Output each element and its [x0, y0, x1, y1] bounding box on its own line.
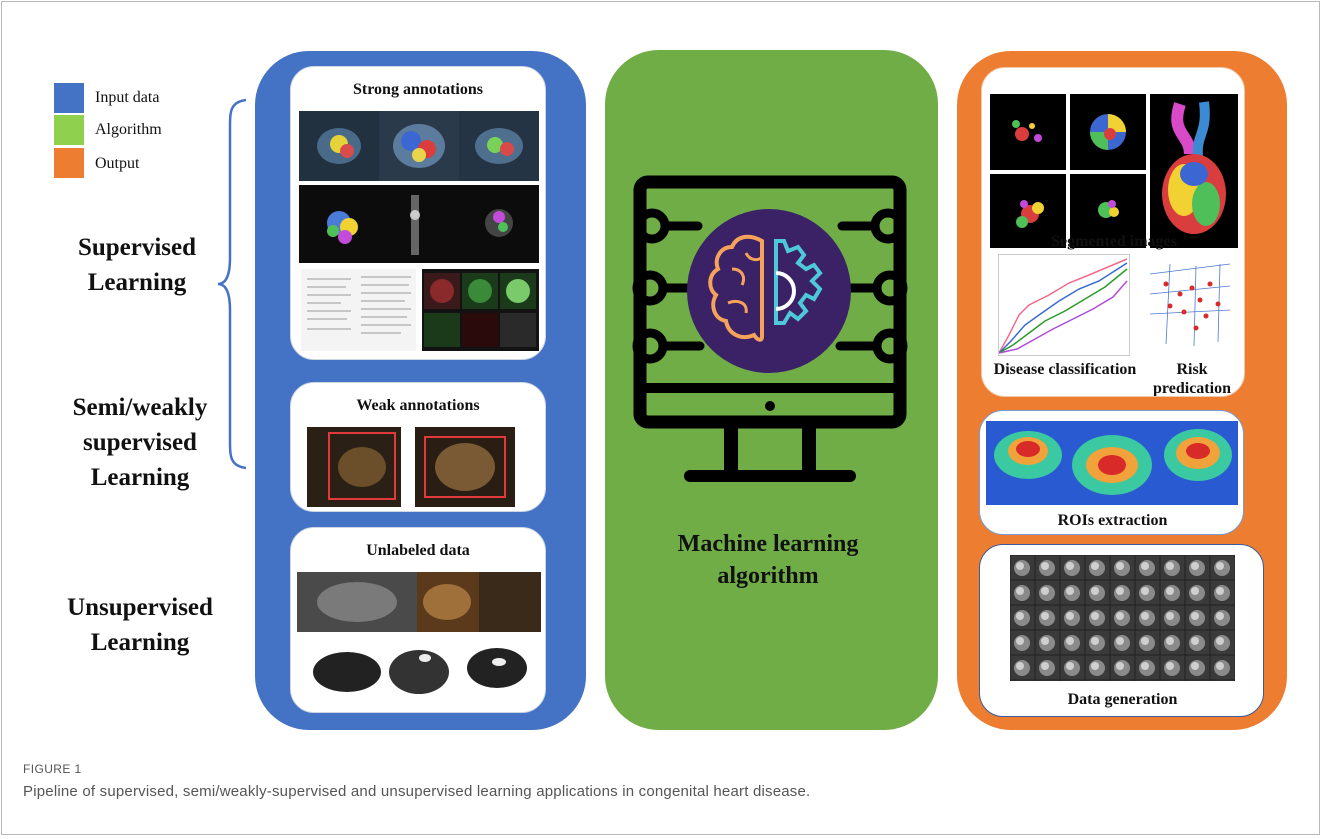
segmented-images-label: Segmented images — [1051, 233, 1177, 250]
disease-classification-label: Disease classification — [993, 361, 1137, 378]
segmentation-strip-image — [299, 185, 539, 263]
label-semi-supervised: Semi/weakly supervised Learning — [72, 394, 208, 491]
legend-label-input: Input data — [95, 89, 160, 106]
figure-label: FIGURE 1 — [23, 762, 82, 776]
legend-swatch-algorithm — [54, 115, 84, 145]
strong-annotations-title: Strong annotations — [353, 81, 483, 98]
segmented-images-card: Segmented images Disease classification … — [981, 67, 1245, 397]
rois-extraction-label: ROIs extraction — [1057, 512, 1168, 529]
unlabeled-ultrasound-image — [297, 572, 541, 632]
risk-predication-label: Risk predication — [1153, 361, 1231, 397]
segmented-heart-3d — [1150, 94, 1238, 248]
segmented-image-1 — [990, 94, 1066, 170]
weak-annotations-card: Weak annotations — [290, 382, 546, 512]
unlabeled-data-title: Unlabeled data — [366, 542, 470, 559]
document-image — [301, 269, 416, 351]
label-supervised: Supervised Learning — [77, 234, 197, 296]
segmented-image-4 — [1070, 174, 1146, 248]
legend-label-algorithm: Algorithm — [95, 121, 162, 138]
algorithm-title: Machine learning algorithm — [677, 531, 859, 589]
weak-annotation-image-2 — [415, 427, 515, 507]
segmented-image-2 — [1070, 94, 1146, 170]
label-unsupervised: Unsupervised Learning — [67, 594, 213, 656]
unlabeled-mri-image — [307, 638, 533, 708]
strong-annotations-card: Strong annotations — [290, 66, 546, 360]
data-generation-label: Data generation — [1067, 691, 1178, 708]
histology-image — [422, 269, 539, 351]
curly-brace — [217, 98, 247, 470]
figure-caption: Pipeline of supervised, semi/weakly-supe… — [23, 783, 811, 800]
ultrasound-strip-image — [299, 111, 539, 181]
segmented-image-3 — [990, 174, 1066, 248]
legend-swatch-output — [54, 148, 84, 178]
weak-annotation-image-1 — [307, 427, 401, 507]
computer-monitor-icon — [632, 175, 908, 482]
rois-heatmap-image — [986, 421, 1238, 505]
roc-curve-chart — [998, 254, 1130, 356]
risk-scatter-chart — [1140, 254, 1240, 354]
unlabeled-data-card: Unlabeled data — [290, 527, 546, 713]
legend-swatch-input — [54, 83, 84, 113]
legend-label-output: Output — [95, 155, 140, 172]
rois-extraction-card: ROIs extraction — [979, 410, 1244, 535]
brain-gear-icon — [687, 209, 851, 373]
generated-images-grid — [1010, 555, 1235, 681]
data-generation-card: Data generation — [979, 544, 1264, 717]
weak-annotations-title: Weak annotations — [356, 397, 480, 414]
